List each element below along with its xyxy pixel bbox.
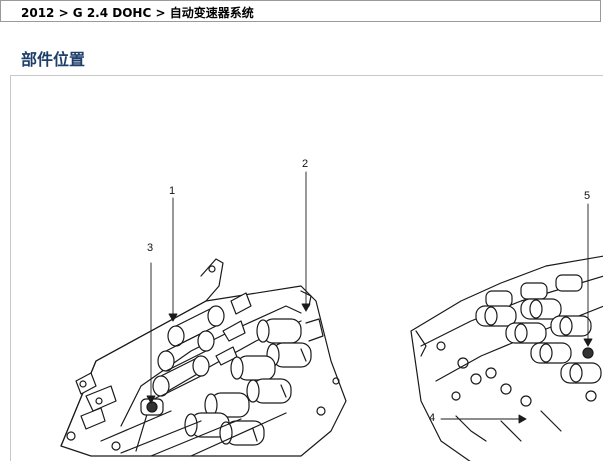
breadcrumb-bar: 2012 > G 2.4 DOHC > 自动变速器系统 [0,0,601,22]
left-valve-body [60,258,347,457]
callout-2: 2 [302,158,309,170]
component-location-figure: 1 2 3 4 5 [10,75,603,461]
leader-lines [146,171,593,424]
section-title: 部件位置 [21,50,86,69]
valve-body-illustration [60,171,603,461]
callout-4: 4 [429,412,436,424]
callout-3: 3 [147,242,154,254]
callout-1: 1 [169,185,176,197]
right-valve-body [410,255,603,461]
callout-5: 5 [584,190,591,202]
breadcrumb: 2012 > G 2.4 DOHC > 自动变速器系统 [21,6,254,20]
